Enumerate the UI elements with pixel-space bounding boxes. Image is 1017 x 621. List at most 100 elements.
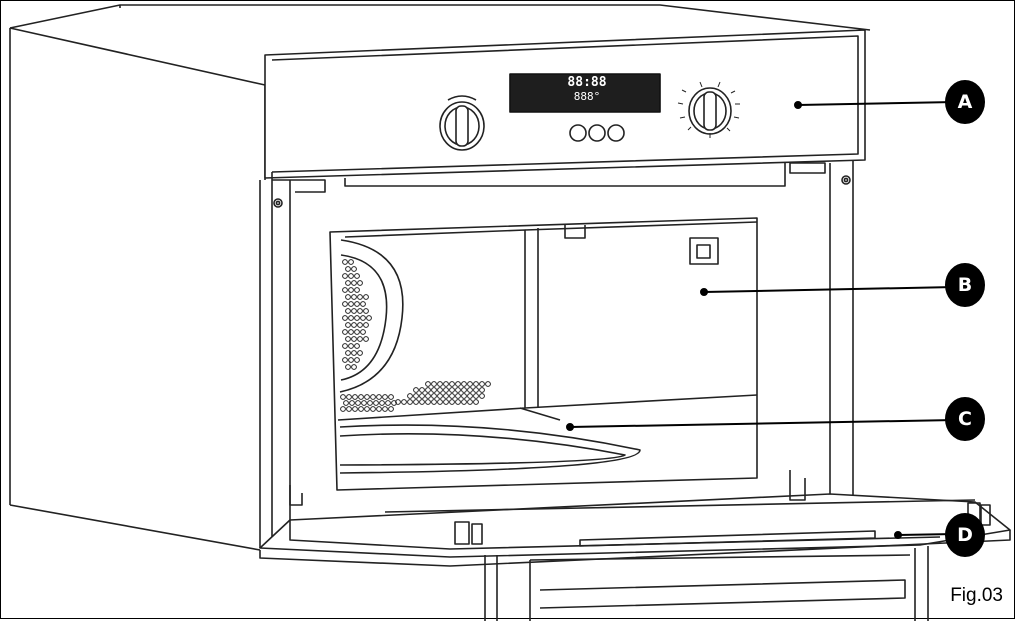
vent-hole: [348, 287, 354, 293]
vent-hole: [479, 381, 485, 387]
vent-hole: [343, 400, 349, 406]
vent-hole: [376, 406, 382, 412]
vent-hole: [425, 393, 431, 399]
vent-hole: [363, 336, 369, 342]
vent-hole: [357, 336, 363, 342]
vent-hole: [449, 393, 455, 399]
vent-hole: [431, 381, 437, 387]
vent-hole: [431, 399, 437, 405]
vent-hole: [348, 343, 354, 349]
callout-d: D: [945, 513, 985, 557]
vent-hole: [479, 393, 485, 399]
vent-hole: [473, 387, 479, 393]
vent-hole: [340, 406, 346, 412]
vent-hole: [345, 280, 351, 286]
vent-hole: [345, 336, 351, 342]
vent-hole: [342, 259, 348, 265]
vent-hole: [419, 387, 425, 393]
vent-hole: [366, 315, 372, 321]
vent-hole: [342, 301, 348, 307]
oven-door: [259, 470, 1011, 567]
vent-hole: [473, 381, 479, 387]
vent-hole: [382, 406, 388, 412]
vent-hole: [419, 393, 425, 399]
vent-hole: [358, 394, 364, 400]
vent-hole: [382, 394, 388, 400]
vent-hole: [425, 399, 431, 405]
vent-hole: [345, 364, 351, 370]
vent-hole: [348, 301, 354, 307]
vent-hole: [388, 406, 394, 412]
vent-hole: [370, 406, 376, 412]
vent-hole: [379, 400, 385, 406]
vent-hole: [363, 294, 369, 300]
figure-label: Fig.03: [950, 585, 1003, 606]
vent-hole: [348, 273, 354, 279]
vent-hole: [345, 266, 351, 272]
callout-b: B: [945, 263, 985, 307]
vent-hole: [342, 357, 348, 363]
oven-front-frame: [259, 160, 854, 548]
vent-hole: [467, 393, 473, 399]
vent-hole: [342, 273, 348, 279]
vent-hole: [351, 308, 357, 314]
vent-hole: [413, 399, 419, 405]
vent-hole: [348, 357, 354, 363]
vent-hole: [357, 322, 363, 328]
vent-hole: [437, 393, 443, 399]
vent-hole: [351, 280, 357, 286]
vent-hole: [479, 387, 485, 393]
vent-hole: [354, 287, 360, 293]
vent-hole: [407, 393, 413, 399]
vent-hole: [354, 357, 360, 363]
oven-display: 88:88 888°: [557, 76, 617, 108]
vent-hole: [367, 400, 373, 406]
vent-hole: [467, 399, 473, 405]
left-knob: [439, 95, 485, 151]
vent-hole: [391, 400, 397, 406]
vent-hole: [413, 393, 419, 399]
vent-hole: [395, 399, 401, 405]
vent-hole: [360, 329, 366, 335]
vent-hole: [425, 381, 431, 387]
vent-hole: [443, 387, 449, 393]
vent-hole: [348, 315, 354, 321]
vent-hole: [431, 387, 437, 393]
vent-hole: [455, 399, 461, 405]
vent-hole: [354, 315, 360, 321]
vent-hole: [345, 322, 351, 328]
vent-hole: [413, 387, 419, 393]
vent-hole: [357, 350, 363, 356]
vent-hole: [361, 400, 367, 406]
vent-holes: [340, 259, 491, 412]
vent-hole: [354, 329, 360, 335]
display-temp: 888°: [573, 90, 601, 103]
vent-hole: [449, 399, 455, 405]
vent-hole: [354, 301, 360, 307]
vent-hole: [370, 394, 376, 400]
vent-hole: [352, 406, 358, 412]
vent-hole: [351, 350, 357, 356]
vent-hole: [473, 399, 479, 405]
vent-hole: [363, 308, 369, 314]
callout-a: A: [945, 80, 985, 124]
vent-hole: [461, 387, 467, 393]
vent-hole: [342, 329, 348, 335]
oven-housing: [9, 4, 871, 551]
vent-hole: [455, 387, 461, 393]
vent-hole: [401, 399, 407, 405]
vent-hole: [431, 393, 437, 399]
vent-hole: [461, 393, 467, 399]
vent-hole: [455, 393, 461, 399]
vent-hole: [467, 387, 473, 393]
vent-hole: [449, 381, 455, 387]
vent-hole: [443, 393, 449, 399]
vent-hole: [376, 394, 382, 400]
vent-hole: [351, 322, 357, 328]
vent-hole: [357, 280, 363, 286]
vent-hole: [351, 266, 357, 272]
vent-hole: [348, 329, 354, 335]
vent-hole: [437, 381, 443, 387]
vent-hole: [363, 322, 369, 328]
vent-hole: [485, 381, 491, 387]
